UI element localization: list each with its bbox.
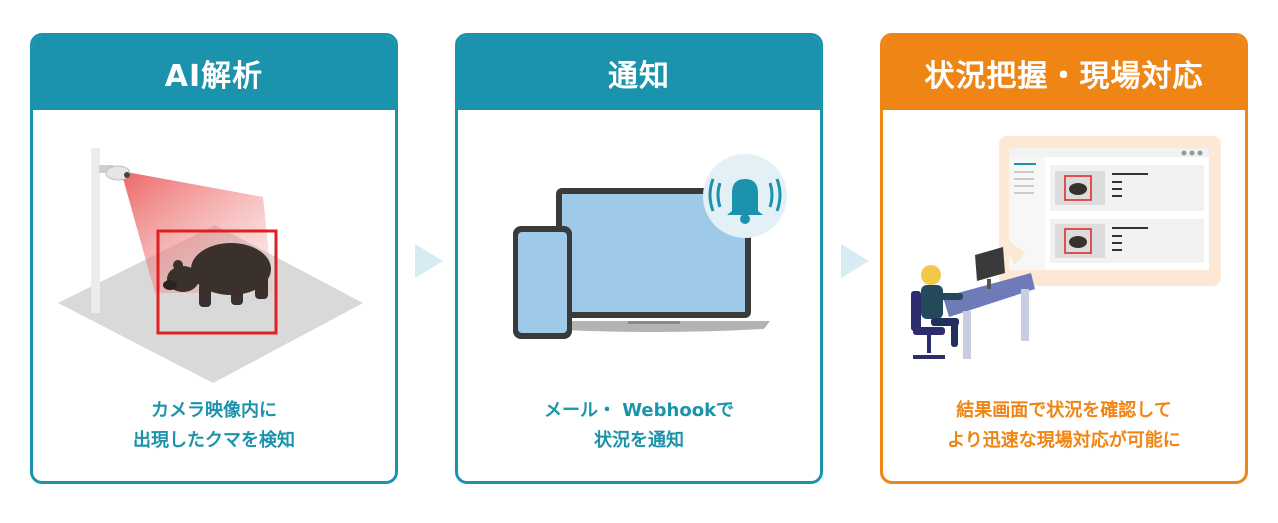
bear-detection-camera-illustration xyxy=(58,148,363,383)
detection-box xyxy=(156,229,278,335)
bell-icon xyxy=(703,154,787,238)
operator-desk-dashboard-illustration xyxy=(911,136,1221,359)
arrow-right-icon xyxy=(841,244,869,278)
step-card-notification: 通知 メール・ Webhookで 状況を通知 xyxy=(455,33,823,484)
bear-icon xyxy=(163,243,271,307)
step-card-ai-analysis: AI解析 カメラ映像内に 出現したクマを検知 xyxy=(30,33,398,484)
step-description: カメラ映像内に 出現したクマを検知 xyxy=(133,400,295,451)
office-chair-icon xyxy=(911,291,945,359)
smartphone-icon xyxy=(513,226,572,339)
laptop-phone-bell-illustration xyxy=(513,154,787,339)
arrow-right-icon xyxy=(415,244,443,278)
step-title: 通知 xyxy=(458,36,820,110)
step-description: メール・ Webhookで 状況を通知 xyxy=(543,400,735,451)
camera-pole xyxy=(91,148,100,313)
step-title: AI解析 xyxy=(33,36,395,110)
step-card-response: 状況把握・現場対応 xyxy=(880,33,1248,484)
step-title: 状況把握・現場対応 xyxy=(883,36,1245,110)
desk-icon xyxy=(943,273,1035,359)
step-description: 結果画面で状況を確認して より迅速な現場対応が可能に xyxy=(947,400,1181,451)
monitor-icon xyxy=(975,247,1005,289)
camera-icon xyxy=(99,165,131,181)
dashboard-window xyxy=(999,136,1221,286)
operator-icon xyxy=(921,265,963,347)
